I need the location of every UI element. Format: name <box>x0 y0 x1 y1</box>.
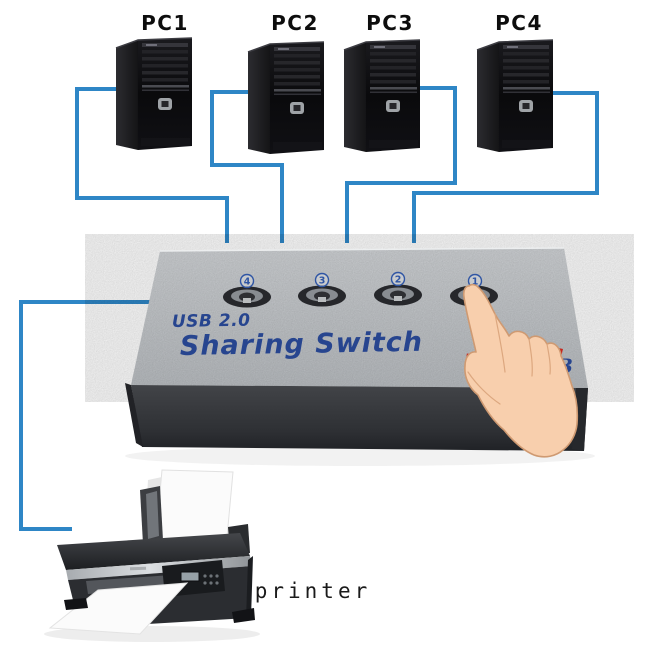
printer-foot-left <box>64 598 88 610</box>
computers-group: PC1 PC2 PC3 PC4 <box>115 11 554 155</box>
printer-label: printer <box>255 579 372 603</box>
switch-top-highlight <box>159 247 565 252</box>
port-button-3 <box>298 285 346 307</box>
pc3-tower <box>343 39 421 153</box>
svg-text:4: 4 <box>244 277 251 288</box>
switch-text-line2: Sharing Switch <box>180 327 424 362</box>
printer-panel-button <box>203 574 207 578</box>
svg-text:3: 3 <box>319 276 326 287</box>
switch-left-edge <box>125 383 143 447</box>
printer-display <box>180 571 200 582</box>
hand-finger-crease-3 <box>546 343 551 375</box>
printer-brand-mark <box>129 566 147 571</box>
printer-lid <box>57 533 250 570</box>
switch-ports: 4 3 2 1 <box>223 271 498 308</box>
pc1-tower <box>115 37 193 151</box>
cable-pc2 <box>210 90 284 243</box>
hand-finger-crease-2 <box>528 338 533 377</box>
switch-front-face <box>131 385 588 451</box>
pointing-hand <box>462 283 579 458</box>
printer-panel-button <box>215 574 219 578</box>
output-paper-sheet <box>48 582 189 635</box>
port-number-2: 2 <box>390 271 406 287</box>
paper-support-inner <box>146 491 159 539</box>
printer-right-panel <box>246 556 253 620</box>
hand-thumb-crease <box>467 371 501 405</box>
printer <box>44 469 260 642</box>
port-number-4: 4 <box>239 273 255 289</box>
hand-finger-crease-1 <box>494 313 506 373</box>
printer-panel-button <box>203 581 207 585</box>
pc3-label: PC3 <box>366 11 414 35</box>
svg-text:2: 2 <box>395 275 402 286</box>
pc1-label: PC1 <box>141 11 189 35</box>
port-number-3: 3 <box>314 272 330 288</box>
port-button-4 <box>223 286 271 308</box>
pc4-tower <box>476 39 554 153</box>
switch-shadow <box>125 446 595 466</box>
switch-text-line1: USB 2.0 <box>172 311 251 332</box>
printer-foot-right <box>232 608 255 623</box>
hand-outline-shape <box>462 283 579 458</box>
port-button-2 <box>374 284 422 306</box>
svg-text:1: 1 <box>472 277 479 288</box>
pc4-label: PC4 <box>495 11 543 35</box>
printer-panel-button <box>209 574 213 578</box>
cable-pc1 <box>75 87 229 243</box>
cable-pc3 <box>345 86 457 243</box>
pc2-label: PC2 <box>271 11 319 35</box>
printer-panel-button <box>215 581 219 585</box>
cable-pc4 <box>412 91 599 243</box>
cables <box>19 86 599 531</box>
pc2-tower <box>247 41 325 155</box>
printer-panel-button <box>209 581 213 585</box>
cable-printer <box>19 300 152 531</box>
